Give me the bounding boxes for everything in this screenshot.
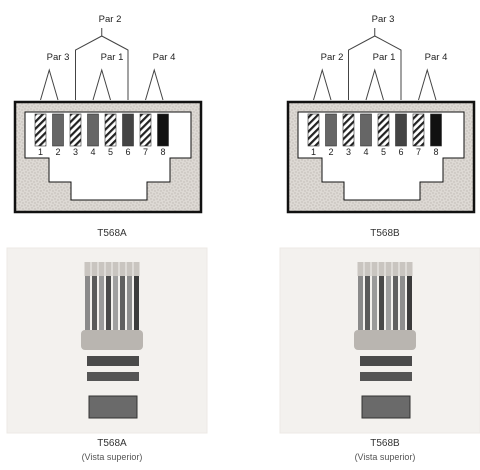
pair-bracket-top (76, 36, 129, 100)
pin-number-6: 6 (125, 147, 130, 157)
photo-plug-band-1 (360, 356, 412, 366)
photo-contact-4 (106, 262, 112, 276)
wire-2 (326, 114, 337, 146)
left-top-pair-label: Par 2 (99, 14, 122, 25)
right-pair-label-1: Par 2 (321, 52, 344, 63)
photo-contact-5 (113, 262, 119, 276)
wire-5 (378, 114, 389, 146)
photo-contact-6 (120, 262, 126, 276)
wire-2 (53, 114, 64, 146)
right-photo-subcaption: (Vista superior) (285, 452, 480, 462)
right-connector-photo (280, 248, 480, 433)
left-connector-photo (7, 248, 207, 433)
photo-cable-jacket (354, 330, 416, 350)
wire-6 (396, 114, 407, 146)
photo-contact-8 (134, 262, 140, 276)
pin-number-5: 5 (108, 147, 113, 157)
photo-contact-7 (127, 262, 133, 276)
photo-contact-8 (407, 262, 413, 276)
photo-plug-band-2 (360, 372, 412, 381)
photo-plug-band-1 (87, 356, 139, 366)
pair-chevron-left (314, 70, 332, 100)
left-photo-subcaption: (Vista superior) (12, 452, 212, 462)
pin-number-4: 4 (90, 147, 95, 157)
left-pair-label-3: Par 4 (153, 52, 176, 63)
pin-number-7: 7 (416, 147, 421, 157)
photo-plug-tip (362, 396, 410, 418)
wire-3 (343, 114, 354, 146)
photo-contact-1 (85, 262, 91, 276)
wire-4 (361, 114, 372, 146)
photo-contact-2 (92, 262, 98, 276)
pair-chevron-center (93, 70, 111, 100)
wire-5 (105, 114, 116, 146)
pair-chevron-center (366, 70, 384, 100)
right-jack-caption: T568B (285, 228, 480, 239)
pin-number-2: 2 (328, 147, 333, 157)
left-photo-caption: T568A (12, 438, 212, 449)
pin-number-5: 5 (381, 147, 386, 157)
photo-contact-1 (358, 262, 364, 276)
wire-1 (35, 114, 46, 146)
wire-6 (123, 114, 134, 146)
photo-cable-jacket (81, 330, 143, 350)
wire-4 (88, 114, 99, 146)
photo-plug-band-2 (87, 372, 139, 381)
photo-contact-2 (365, 262, 371, 276)
pin-number-8: 8 (433, 147, 438, 157)
wire-7 (413, 114, 424, 146)
photo-contact-7 (400, 262, 406, 276)
wire-7 (140, 114, 151, 146)
photo-contact-4 (379, 262, 385, 276)
photo-contact-3 (372, 262, 378, 276)
left-pair-label-2: Par 1 (101, 52, 124, 63)
pin-number-3: 3 (73, 147, 78, 157)
photo-contact-6 (393, 262, 399, 276)
right-top-pair-label: Par 3 (372, 14, 395, 25)
pair-chevron-right (419, 70, 437, 100)
pin-number-3: 3 (346, 147, 351, 157)
right-photo-caption: T568B (285, 438, 480, 449)
pin-number-1: 1 (38, 147, 43, 157)
pin-number-7: 7 (143, 147, 148, 157)
pair-chevron-right (146, 70, 164, 100)
pin-number-8: 8 (160, 147, 165, 157)
pin-number-1: 1 (311, 147, 316, 157)
right-pair-label-3: Par 4 (425, 52, 448, 63)
pin-number-6: 6 (398, 147, 403, 157)
photo-plug-tip (89, 396, 137, 418)
wire-8 (431, 114, 442, 146)
left-pair-label-1: Par 3 (47, 52, 70, 63)
right-pair-label-2: Par 1 (373, 52, 396, 63)
wire-8 (158, 114, 169, 146)
wire-1 (308, 114, 319, 146)
photo-contact-3 (99, 262, 105, 276)
photo-contact-5 (386, 262, 392, 276)
pair-bracket-top (349, 36, 402, 100)
pair-chevron-left (41, 70, 59, 100)
left-jack-caption: T568A (12, 228, 212, 239)
pin-number-2: 2 (55, 147, 60, 157)
wire-3 (70, 114, 81, 146)
pin-number-4: 4 (363, 147, 368, 157)
